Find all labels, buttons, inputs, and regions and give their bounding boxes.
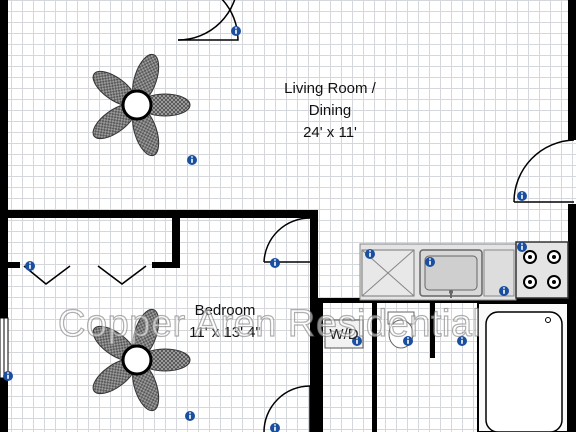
living-room-label: Living Room / Dining 24' x 11' xyxy=(256,78,404,144)
sink-icon xyxy=(419,249,483,298)
living-room-name-line1: Living Room / xyxy=(284,80,376,97)
info-icon[interactable] xyxy=(231,26,241,36)
watermark: Copper Aren Residential xyxy=(57,302,482,345)
info-icon[interactable] xyxy=(365,249,375,259)
info-icon[interactable] xyxy=(270,258,280,268)
bedroom-label: Bedroom 11' x 13' 4" xyxy=(164,300,286,344)
info-icon[interactable] xyxy=(517,191,527,201)
washer-dryer-label: W/D xyxy=(329,325,359,343)
stove-burner-icon xyxy=(515,241,569,299)
ceiling-fan-icon xyxy=(88,51,190,159)
info-icon[interactable] xyxy=(25,261,35,271)
info-icon[interactable] xyxy=(517,242,527,252)
info-icon[interactable] xyxy=(187,155,197,165)
info-icon[interactable] xyxy=(3,371,13,381)
info-icon[interactable] xyxy=(499,286,509,296)
info-icon[interactable] xyxy=(185,411,195,421)
bedroom-name: Bedroom xyxy=(194,302,256,319)
kitchen xyxy=(359,241,569,301)
bathtub-icon xyxy=(477,302,569,432)
info-icon[interactable] xyxy=(270,423,280,432)
info-icon[interactable] xyxy=(425,257,435,267)
living-room-size: 24' x 11' xyxy=(303,124,357,141)
window xyxy=(0,317,9,379)
living-room-name-line2: Dining xyxy=(308,102,352,119)
bedroom-size: 11' x 13' 4" xyxy=(189,324,261,341)
